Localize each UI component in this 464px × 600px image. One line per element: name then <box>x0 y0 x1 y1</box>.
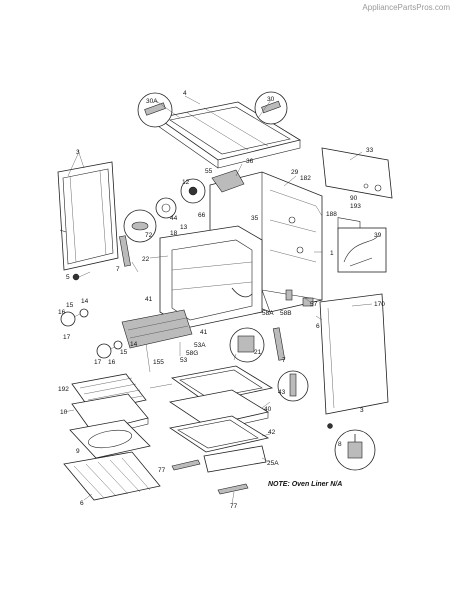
callout-44-knob <box>155 197 177 219</box>
part-label-30: 30 <box>267 96 275 103</box>
part-label-36: 36 <box>246 158 254 165</box>
part-label-41b: 41 <box>200 329 208 336</box>
part-label-58a: 58A <box>262 310 274 317</box>
part-label-43: 43 <box>278 389 286 396</box>
part-label-1: 1 <box>330 250 334 257</box>
part-label-155: 155 <box>153 359 164 366</box>
part-label-188: 188 <box>326 211 337 218</box>
screw-3b <box>327 423 333 429</box>
part-label-77a: 77 <box>158 467 166 474</box>
drawer-panel-42 <box>168 415 270 453</box>
part-label-58b: 58B <box>280 310 292 317</box>
oven-door <box>57 149 119 271</box>
wire-harness-39 <box>337 227 387 273</box>
part-label-3: 3 <box>76 149 80 156</box>
oven-cavity <box>159 225 263 329</box>
part-label-72: 72 <box>145 232 153 239</box>
part-label-192: 192 <box>58 386 69 393</box>
callout-21 <box>229 327 265 363</box>
callout-30a <box>137 92 173 128</box>
part-label-3b: 3 <box>360 407 364 414</box>
part-label-193: 193 <box>350 203 361 210</box>
callout-30 <box>254 91 288 125</box>
oven-rack-6 <box>63 451 161 501</box>
kick-panel-155 <box>121 309 193 349</box>
part-label-33: 33 <box>366 147 374 154</box>
callout-72 <box>123 209 157 243</box>
part-label-30a: 30A <box>146 98 158 105</box>
part-label-9: 9 <box>76 448 80 455</box>
part-label-8: 8 <box>338 441 342 448</box>
side-panel <box>319 293 389 415</box>
part-label-55: 55 <box>205 168 213 175</box>
part-label-5: 5 <box>66 274 70 281</box>
part-label-16a: 16 <box>58 309 66 316</box>
knob-assembly-upper <box>60 308 89 327</box>
part-label-170: 170 <box>374 301 385 308</box>
part-labels: 3 30A 4 30 33 36 55 29 182 12 90 193 188… <box>58 90 385 510</box>
part-label-15a: 15 <box>66 302 74 309</box>
drawer-front-25a <box>203 445 267 473</box>
part-label-10: 10 <box>60 409 68 416</box>
part-label-53: 53 <box>180 357 188 364</box>
part-label-6: 6 <box>316 323 320 330</box>
callout-43 <box>277 370 309 402</box>
part-label-53a: 53A <box>194 342 206 349</box>
part-label-7b: 7 <box>282 357 286 364</box>
watermark: AppliancePartsPros.com <box>362 3 450 12</box>
part-label-14a: 14 <box>81 298 89 305</box>
part-label-6b: 6 <box>80 500 84 507</box>
part-label-21: 21 <box>254 349 262 356</box>
part-label-42: 42 <box>268 429 276 436</box>
part-label-66: 66 <box>198 212 206 219</box>
oven-liner-note: NOTE: Oven Liner N/A <box>268 481 343 488</box>
callout-12 <box>180 178 206 204</box>
part-label-29: 29 <box>291 169 299 176</box>
part-label-77b: 77 <box>230 503 238 510</box>
leveling-leg-8 <box>334 429 376 471</box>
broiler-insert-9 <box>69 419 151 459</box>
part-label-15b: 15 <box>120 349 128 356</box>
part-label-35: 35 <box>251 215 259 222</box>
part-label-39: 39 <box>374 232 382 239</box>
broil-element <box>231 287 253 298</box>
part-label-14b: 14 <box>130 341 138 348</box>
part-label-41a: 41 <box>145 296 153 303</box>
part-label-4: 4 <box>183 90 187 97</box>
part-label-18: 18 <box>170 230 178 237</box>
part-label-13: 13 <box>180 224 188 231</box>
leader-lines <box>63 95 373 505</box>
thermostat-57 <box>302 297 314 307</box>
screw-58b <box>285 289 293 301</box>
part-label-44: 44 <box>170 215 178 222</box>
part-label-12: 12 <box>182 179 190 186</box>
part-label-40: 40 <box>264 406 272 413</box>
part-label-22: 22 <box>142 256 150 263</box>
hinge-7b <box>272 327 286 361</box>
door-hinge-screw <box>72 271 91 281</box>
part-label-7a: 7 <box>116 266 120 273</box>
control-panel <box>321 147 393 234</box>
hinge-7a <box>119 235 131 267</box>
part-label-16b: 16 <box>108 359 116 366</box>
part-label-25a: 25A <box>267 460 279 467</box>
part-label-17a: 17 <box>63 334 71 341</box>
drawer-slide-77a <box>171 459 201 471</box>
part-label-17b: 17 <box>94 359 102 366</box>
drawer-liner <box>170 365 274 403</box>
part-label-57: 57 <box>310 301 318 308</box>
infinite-switch-box <box>211 169 245 193</box>
part-label-182: 182 <box>300 175 311 182</box>
part-label-58g: 58G <box>186 350 198 357</box>
part-label-90: 90 <box>350 195 358 202</box>
knob-assembly-lower <box>96 340 123 359</box>
drawer-slide-77b <box>217 483 249 495</box>
